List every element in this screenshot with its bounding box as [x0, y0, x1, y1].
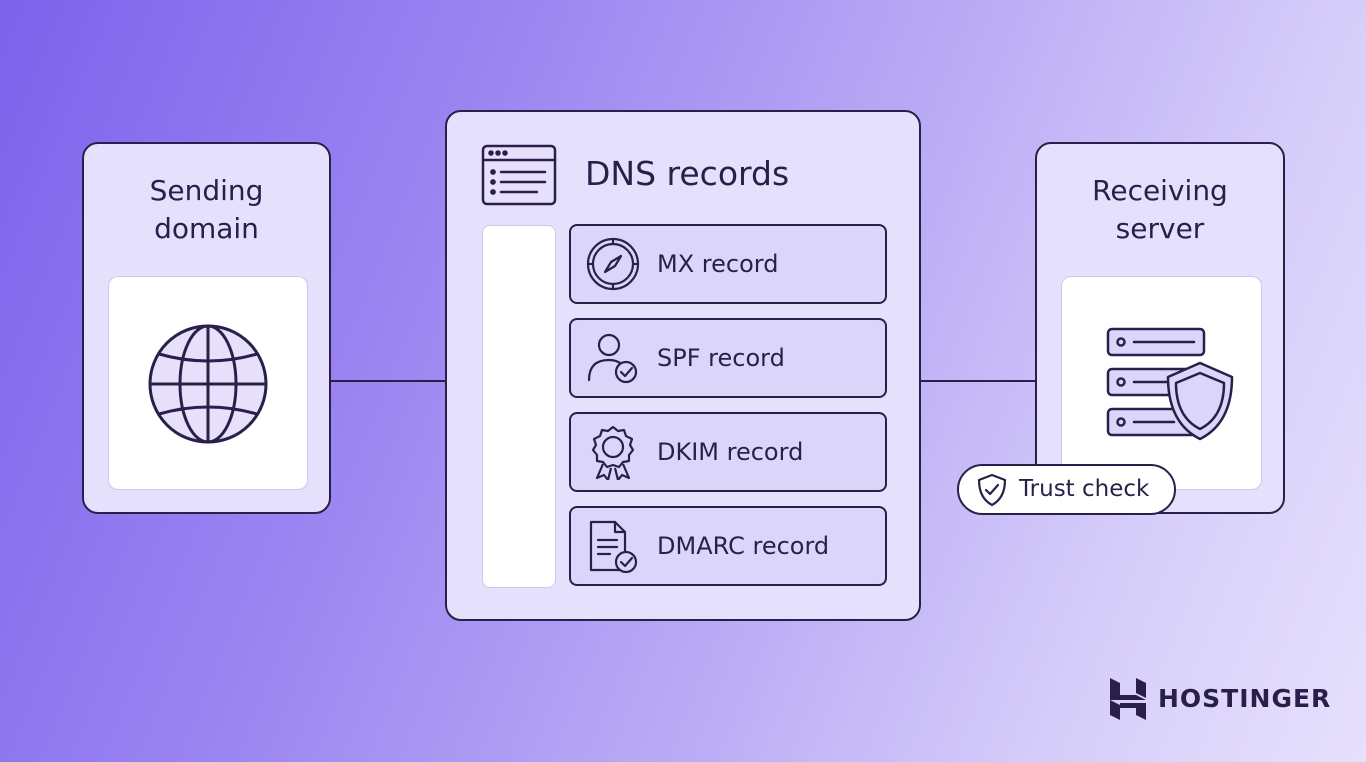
hostinger-wordmark: HOSTINGER — [1158, 684, 1332, 713]
dns-records-card: DNS records MX record SPF recor — [445, 110, 921, 621]
sending-domain-title: Sending domain — [149, 174, 264, 245]
record-dmarc: DMARC record — [569, 506, 887, 586]
sending-domain-card: Sending domain — [82, 142, 331, 514]
browser-list-icon — [481, 144, 557, 206]
connector-right — [920, 380, 1036, 382]
user-check-icon — [587, 333, 638, 384]
connector-left — [330, 380, 446, 382]
sending-domain-illustration — [108, 276, 308, 490]
receiving-server-card: Receiving server — [1035, 142, 1285, 514]
trust-check-badge: Trust check — [957, 464, 1176, 515]
record-dkim-label: DKIM record — [657, 438, 804, 466]
compass-icon — [586, 237, 640, 291]
hostinger-logo-mark — [1110, 678, 1146, 720]
dns-records-title: DNS records — [585, 154, 790, 193]
record-spf-label: SPF record — [657, 344, 785, 372]
globe-icon — [148, 324, 268, 444]
record-dkim: DKIM record — [569, 412, 887, 492]
record-mx-label: MX record — [657, 250, 779, 278]
record-spf: SPF record — [569, 318, 887, 398]
server-shield-icon — [1106, 327, 1234, 441]
receiving-server-illustration — [1061, 276, 1262, 490]
record-dmarc-label: DMARC record — [657, 532, 830, 560]
dns-side-strip — [482, 225, 556, 588]
hostinger-logo: HOSTINGER — [1110, 678, 1330, 720]
receiving-server-title: Receiving server — [1092, 174, 1228, 245]
document-check-icon — [589, 520, 638, 574]
trust-check-label: Trust check — [1019, 476, 1150, 502]
award-ribbon-icon — [591, 425, 635, 480]
record-mx: MX record — [569, 224, 887, 304]
shield-check-icon — [977, 473, 1007, 507]
